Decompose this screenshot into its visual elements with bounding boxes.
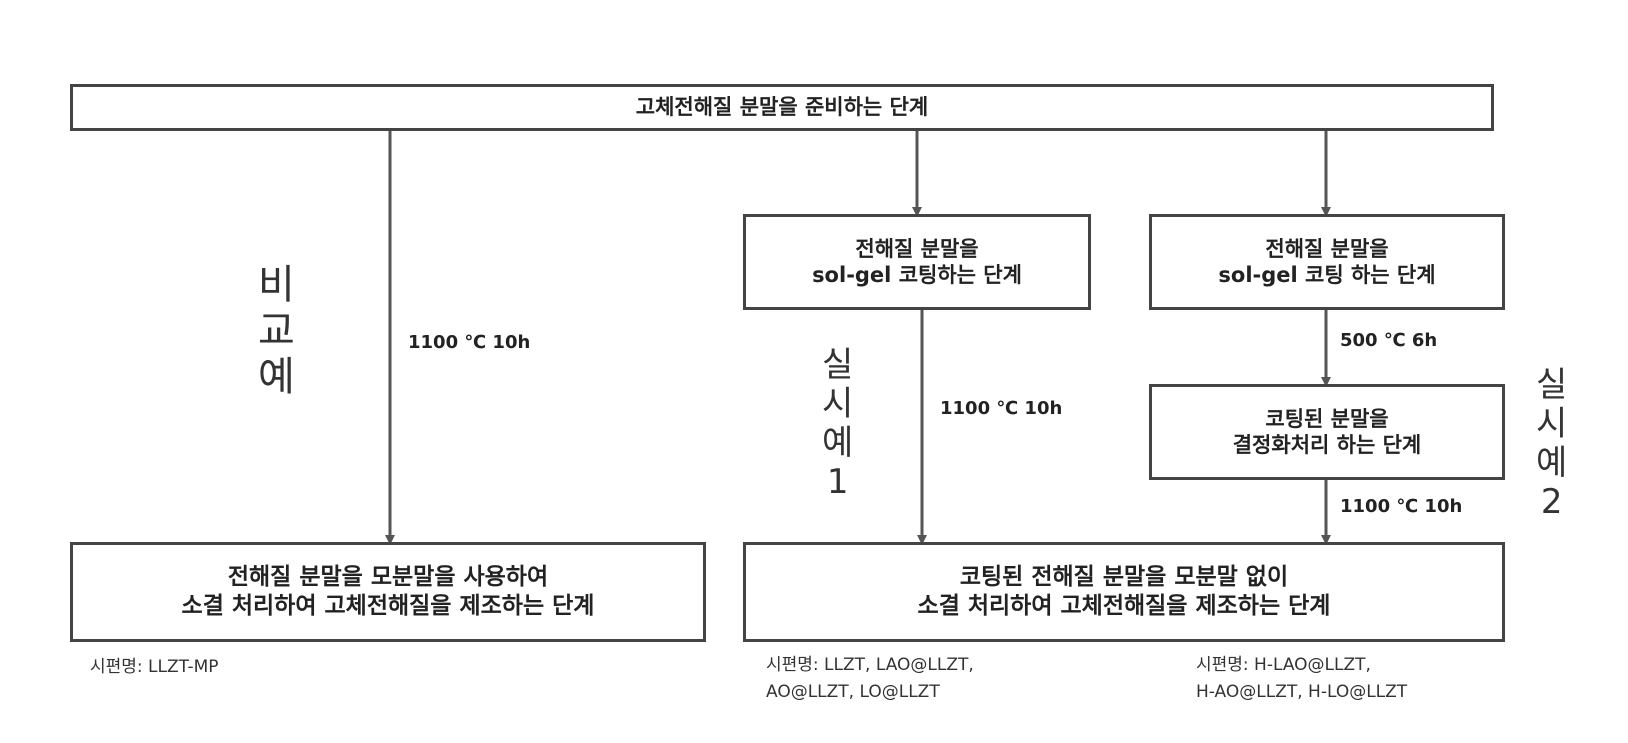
solgel-coating-step-example1: 전해질 분말을 sol-gel 코팅하는 단계 <box>743 214 1091 310</box>
example1-char-3: 예 <box>822 424 853 463</box>
sample-comparative-line: 시편명: LLZT-MP <box>90 657 219 677</box>
sinter-with-mother-powder-step: 전해질 분말을 모분말을 사용하여 소결 처리하여 고체전해질을 제조하는 단계 <box>70 542 706 642</box>
sample-example2-line2: H-AO@LLZT, H-LO@LLZT <box>1196 679 1407 706</box>
example1-char-4: 1 <box>827 463 849 502</box>
crystal-line1: 코팅된 분말을 <box>1265 406 1388 432</box>
solgel1-line1: 전해질 분말을 <box>855 236 978 262</box>
condition-comparative: 1100 ℃ 10h <box>408 332 530 353</box>
label-example-2: 실 시 예 2 <box>1536 366 1567 522</box>
condition-example1: 1100 ℃ 10h <box>940 398 1062 419</box>
solgel1-line2: sol-gel 코팅하는 단계 <box>812 262 1022 288</box>
sinter-mp-line1: 전해질 분말을 모분말을 사용하여 <box>228 563 548 592</box>
comparative-char-3: 예 <box>258 354 295 400</box>
sinter-nomp-line1: 코팅된 전해질 분말을 모분말 없이 <box>960 563 1288 592</box>
sample-names-example2: 시편명: H-LAO@LLZT, H-AO@LLZT, H-LO@LLZT <box>1196 652 1407 706</box>
label-example-1: 실 시 예 1 <box>822 346 853 502</box>
comparative-char-1: 비 <box>258 262 295 308</box>
crystal-line2: 결정화처리 하는 단계 <box>1233 432 1422 458</box>
prepare-powder-step-text: 고체전해질 분말을 준비하는 단계 <box>636 94 928 120</box>
crystallization-step: 코팅된 분말을 결정화처리 하는 단계 <box>1149 384 1505 480</box>
sinter-without-mother-powder-step: 코팅된 전해질 분말을 모분말 없이 소결 처리하여 고체전해질을 제조하는 단… <box>743 542 1505 642</box>
example2-char-2: 시 <box>1536 405 1567 444</box>
sample-example2-line1: 시편명: H-LAO@LLZT, <box>1196 652 1407 679</box>
solgel2-line1: 전해질 분말을 <box>1265 236 1388 262</box>
sample-names-example1: 시편명: LLZT, LAO@LLZT, AO@LLZT, LO@LLZT <box>766 652 974 706</box>
example1-char-1: 실 <box>822 346 853 385</box>
prepare-powder-step: 고체전해질 분말을 준비하는 단계 <box>70 84 1494 131</box>
sample-example1-line2: AO@LLZT, LO@LLZT <box>766 679 974 706</box>
example1-char-2: 시 <box>822 385 853 424</box>
example2-char-1: 실 <box>1536 366 1567 405</box>
label-comparative-example: 비 교 예 <box>258 262 295 400</box>
solgel2-line2: sol-gel 코팅 하는 단계 <box>1218 262 1435 288</box>
comparative-char-2: 교 <box>258 308 295 354</box>
example2-char-3: 예 <box>1536 444 1567 483</box>
sinter-nomp-line2: 소결 처리하여 고체전해질을 제조하는 단계 <box>918 592 1331 621</box>
sample-example1-line1: 시편명: LLZT, LAO@LLZT, <box>766 652 974 679</box>
condition-example2: 1100 ℃ 10h <box>1340 496 1462 517</box>
solgel-coating-step-example2: 전해질 분말을 sol-gel 코팅 하는 단계 <box>1149 214 1505 310</box>
sinter-mp-line2: 소결 처리하여 고체전해질을 제조하는 단계 <box>182 592 595 621</box>
sample-names-comparative: 시편명: LLZT-MP <box>90 654 219 681</box>
condition-crystallize: 500 ℃ 6h <box>1340 330 1437 351</box>
example2-char-4: 2 <box>1541 483 1563 522</box>
